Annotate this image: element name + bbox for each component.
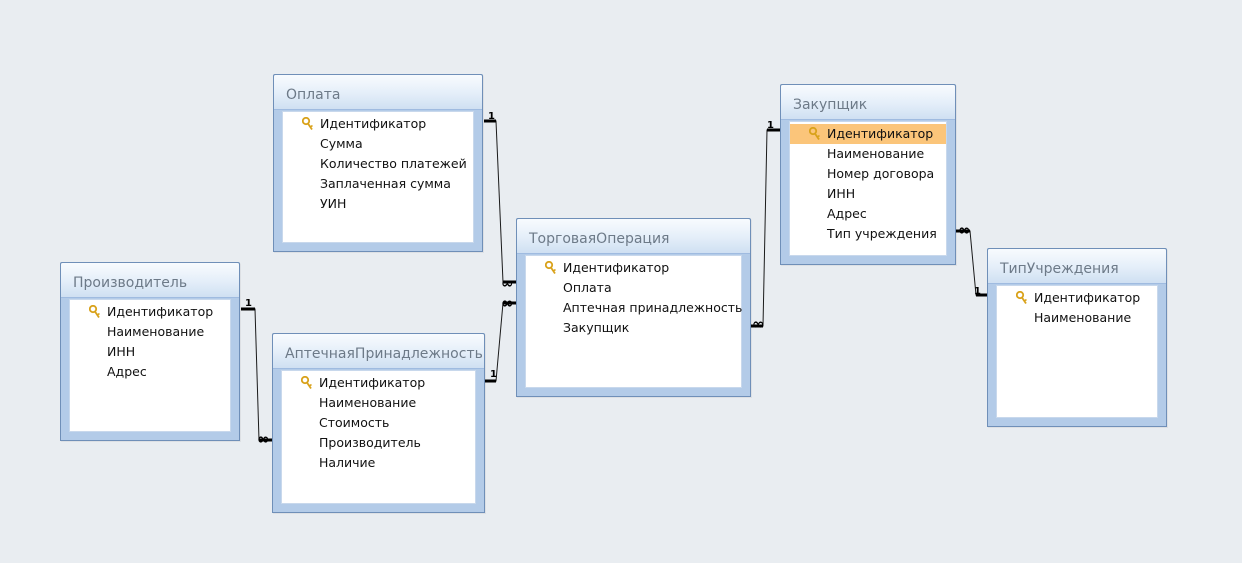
cardinality-many-label: ∞ — [501, 274, 513, 292]
field-name: Идентификатор — [827, 126, 934, 141]
primary-key-icon — [88, 304, 101, 319]
field-row[interactable]: Идентификатор — [790, 124, 946, 144]
table-header[interactable]: ТорговаяОперация — [517, 219, 750, 254]
field-row[interactable]: Идентификатор — [526, 258, 741, 278]
field-row[interactable]: Количество платежей — [283, 154, 473, 174]
field-name: Идентификатор — [320, 116, 427, 131]
field-name: Идентификатор — [563, 260, 670, 275]
field-row[interactable]: Наименование — [997, 308, 1157, 328]
relationship-line[interactable] — [241, 308, 272, 441]
field-name: Наименование — [319, 395, 417, 410]
primary-key-icon — [301, 116, 314, 131]
field-name: ИНН — [107, 344, 136, 359]
field-row[interactable]: ИНН — [790, 184, 946, 204]
cardinality-one-label: 1 — [490, 369, 497, 380]
table-title: Закупщик — [793, 97, 868, 113]
table-title: АптечнаяПринадлежность — [285, 346, 483, 362]
table-header[interactable]: Закупщик — [781, 85, 955, 120]
primary-key-icon — [808, 126, 821, 141]
field-row[interactable]: Идентификатор — [283, 114, 473, 134]
field-name: Наименование — [1034, 310, 1132, 325]
field-name: Номер договора — [827, 166, 935, 181]
field-name: Тип учреждения — [827, 226, 937, 241]
cardinality-one-label: 1 — [767, 120, 774, 131]
table-header[interactable]: АптечнаяПринадлежность — [273, 334, 484, 369]
field-name: Идентификатор — [319, 375, 426, 390]
table-header[interactable]: Производитель — [61, 263, 239, 298]
cardinality-many-label: ∞ — [958, 221, 970, 239]
field-name: Адрес — [827, 206, 867, 221]
relationship-line[interactable] — [956, 230, 987, 296]
field-name: Заплаченная сумма — [320, 176, 451, 191]
table-title: ТипУчреждения — [1000, 261, 1119, 277]
field-row[interactable]: Идентификатор — [70, 302, 230, 322]
cardinality-many-label: ∞ — [257, 430, 269, 448]
field-row[interactable]: УИН — [283, 194, 473, 214]
field-row[interactable]: Оплата — [526, 278, 741, 298]
field-row[interactable]: Наименование — [282, 393, 475, 413]
field-name: Адрес — [107, 364, 147, 379]
field-row[interactable]: Сумма — [283, 134, 473, 154]
field-name: Аптечная принадлежность — [563, 300, 743, 315]
field-name: Сумма — [320, 136, 363, 151]
field-name: Производитель — [319, 435, 421, 450]
field-row[interactable]: Заплаченная сумма — [283, 174, 473, 194]
field-name: Оплата — [563, 280, 612, 295]
field-name: Стоимость — [319, 415, 390, 430]
field-row[interactable]: Идентификатор — [282, 373, 475, 393]
cardinality-many-label: ∞ — [752, 315, 764, 333]
field-name: Наличие — [319, 455, 376, 470]
relationship-line[interactable] — [484, 120, 516, 283]
relationship-line[interactable] — [751, 129, 780, 327]
field-row[interactable]: Производитель — [282, 433, 475, 453]
field-row[interactable]: Наименование — [70, 322, 230, 342]
field-row[interactable]: Наименование — [790, 144, 946, 164]
field-row[interactable]: Закупщик — [526, 318, 741, 338]
primary-key-icon — [300, 375, 313, 390]
field-name: Количество платежей — [320, 156, 467, 171]
field-name: Закупщик — [563, 320, 630, 335]
field-row[interactable]: Номер договора — [790, 164, 946, 184]
field-name: ИНН — [827, 186, 856, 201]
field-row[interactable]: Стоимость — [282, 413, 475, 433]
field-row[interactable]: Тип учреждения — [790, 224, 946, 244]
field-name: УИН — [320, 196, 347, 211]
cardinality-one-label: 1 — [245, 298, 252, 309]
table-header[interactable]: Оплата — [274, 75, 482, 110]
field-row[interactable]: Адрес — [790, 204, 946, 224]
table-header[interactable]: ТипУчреждения — [988, 249, 1166, 284]
table-title: Оплата — [286, 87, 341, 103]
field-name: Идентификатор — [107, 304, 214, 319]
field-row[interactable]: Аптечная принадлежность — [526, 298, 743, 318]
cardinality-one-label: 1 — [488, 111, 495, 122]
table-title: Производитель — [73, 275, 188, 291]
table-title: ТорговаяОперация — [529, 231, 670, 247]
field-row[interactable]: ИНН — [70, 342, 230, 362]
cardinality-many-label: ∞ — [501, 294, 513, 312]
field-row[interactable]: Адрес — [70, 362, 230, 382]
primary-key-icon — [1015, 290, 1028, 305]
field-name: Наименование — [827, 146, 925, 161]
field-name: Наименование — [107, 324, 205, 339]
primary-key-icon — [544, 260, 557, 275]
cardinality-one-label: 1 — [974, 286, 981, 297]
field-row[interactable]: Идентификатор — [997, 288, 1157, 308]
field-row[interactable]: Наличие — [282, 453, 475, 473]
field-name: Идентификатор — [1034, 290, 1141, 305]
